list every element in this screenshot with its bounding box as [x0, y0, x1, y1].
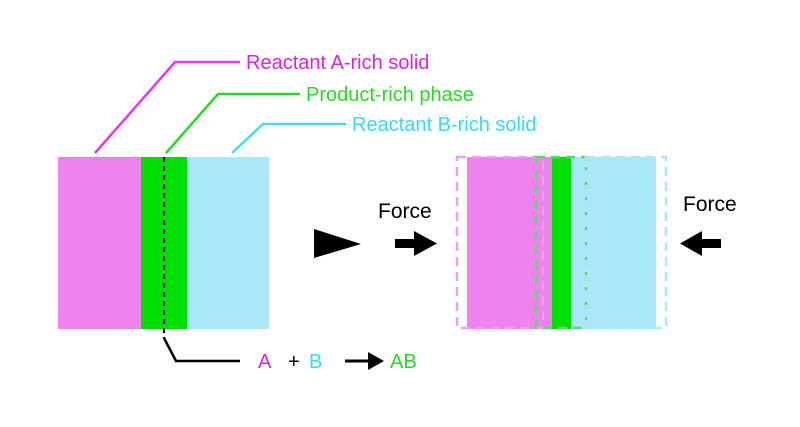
reactant-b-region: [187, 157, 269, 329]
right-reactant-a-region: [467, 157, 552, 329]
original-a-outline: [455, 155, 545, 330]
original-b-outline: [584, 155, 668, 330]
force-right-arrow-icon: [680, 231, 721, 256]
reaction-arrow-icon: [345, 352, 384, 370]
reaction-a: A: [258, 351, 272, 373]
reactant-a-label: Reactant A-rich solid: [246, 52, 429, 74]
force-left-label: Force: [378, 200, 432, 223]
reactant-a-leader-line: [94, 60, 240, 154]
reaction-plus: +: [288, 351, 300, 373]
right-block: [455, 155, 668, 330]
reaction-b: B: [309, 351, 322, 373]
product-leader-line: [165, 92, 300, 154]
original-product-outline: [534, 155, 588, 330]
right-product-region: [552, 157, 571, 329]
left-block: [58, 157, 269, 338]
product-label: Product-rich phase: [306, 84, 474, 106]
reactant-b-label: Reactant B-rich solid: [352, 114, 537, 136]
reactant-b-leader-line: [231, 122, 346, 154]
force-right-label: Force: [683, 193, 737, 216]
right-reactant-b-region: [571, 157, 656, 329]
reaction-product: AB: [390, 351, 417, 373]
reaction-leader-line: [162, 337, 240, 363]
force-left-arrow-icon: [395, 231, 437, 256]
process-arrowhead-icon: [314, 229, 361, 258]
reactant-a-region: [58, 157, 141, 329]
